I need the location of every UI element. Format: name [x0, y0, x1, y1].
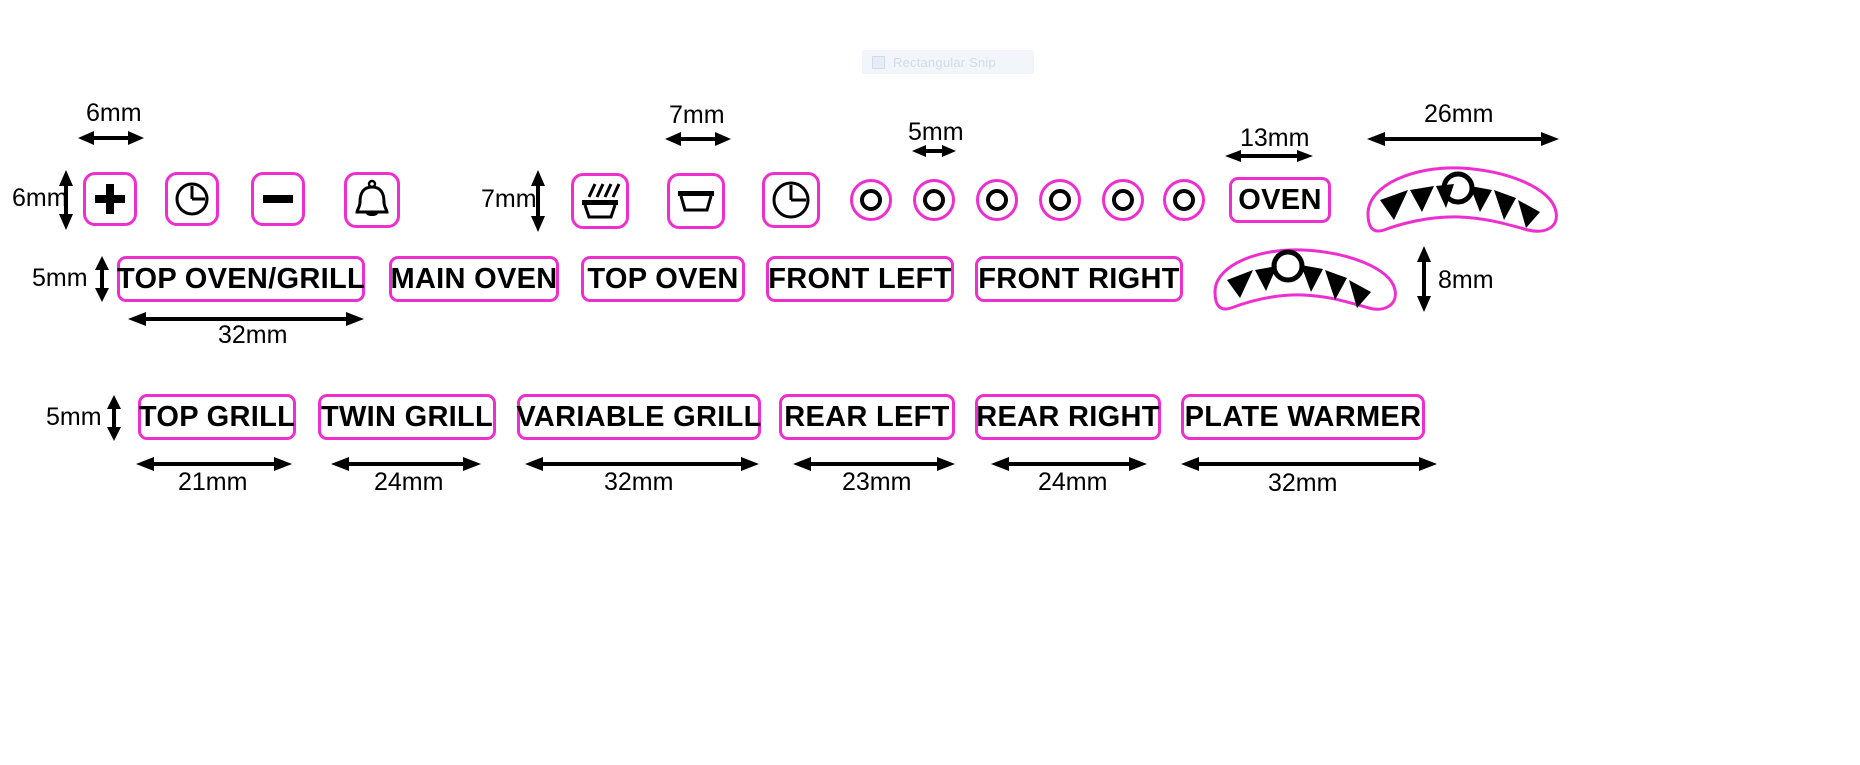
ring-icon — [1173, 189, 1195, 211]
dim-arrow-24mm-b — [991, 457, 1147, 471]
dim-label-32mm-plate-warmer: 32mm — [1268, 469, 1338, 497]
dim-label-32mm-variable-grill: 32mm — [604, 468, 674, 496]
burner-flame-icon-top[interactable] — [1356, 162, 1566, 238]
key-oven-pan[interactable] — [667, 173, 725, 229]
key-oven-text: OVEN — [1238, 183, 1322, 216]
dim-arrow-26mm — [1367, 132, 1559, 146]
dim-arrow-8mm — [1417, 246, 1431, 312]
label-text: REAR RIGHT — [976, 400, 1160, 433]
label-rear-left[interactable]: REAR LEFT — [779, 394, 955, 440]
dim-label-24mm-b: 24mm — [1038, 468, 1108, 496]
key-grill-pan[interactable] — [571, 173, 629, 229]
label-text: TOP OVEN — [587, 262, 739, 295]
dim-arrow-7mm-height — [531, 170, 545, 232]
key-ring-6[interactable] — [1163, 179, 1205, 221]
label-text: TWIN GRILL — [320, 400, 494, 433]
dim-label-26mm: 26mm — [1424, 100, 1494, 128]
key-ring-2[interactable] — [913, 179, 955, 221]
clock-icon — [175, 182, 209, 216]
dim-arrow-5mm-row2 — [95, 256, 109, 302]
label-text: REAR LEFT — [784, 400, 950, 433]
dim-arrow-6mm-width — [78, 131, 144, 145]
dim-arrow-32mm-top-oven-grill — [128, 312, 364, 326]
label-front-right[interactable]: FRONT RIGHT — [975, 256, 1183, 302]
ring-icon — [860, 189, 882, 211]
label-variable-grill[interactable]: VARIABLE GRILL — [516, 394, 762, 440]
label-top-oven[interactable]: TOP OVEN — [581, 256, 745, 302]
burner-flame-icon-bottom[interactable] — [1205, 244, 1403, 316]
dim-arrow-32mm-plate-warmer — [1181, 457, 1437, 471]
dim-label-7mm-width: 7mm — [669, 101, 725, 129]
label-top-grill[interactable]: TOP GRILL — [138, 394, 296, 440]
label-text: PLATE WARMER — [1184, 400, 1422, 433]
ring-icon — [923, 189, 945, 211]
dim-label-23mm: 23mm — [842, 468, 912, 496]
label-twin-grill[interactable]: TWIN GRILL — [318, 394, 496, 440]
ring-icon — [1112, 189, 1134, 211]
dim-label-13mm: 13mm — [1240, 124, 1310, 152]
dim-label-6mm-height: 6mm — [12, 184, 68, 212]
minus-icon — [263, 195, 293, 203]
dim-label-32mm-top-oven-grill: 32mm — [218, 321, 288, 349]
dim-arrow-5mm-circle — [912, 145, 956, 157]
oven-pan-icon — [678, 191, 714, 212]
key-ring-3[interactable] — [976, 179, 1018, 221]
label-text: VARIABLE GRILL — [516, 400, 762, 433]
key-ring-5[interactable] — [1102, 179, 1144, 221]
label-plate-warmer[interactable]: PLATE WARMER — [1181, 394, 1425, 440]
dim-label-7mm-height: 7mm — [481, 185, 537, 213]
rectangular-snip-overlay[interactable]: Rectangular Snip — [862, 50, 1034, 74]
label-text: FRONT RIGHT — [978, 262, 1180, 295]
key-timer-clock[interactable] — [762, 172, 820, 228]
key-bell[interactable] — [344, 172, 400, 228]
dim-arrow-7mm-width — [665, 132, 731, 146]
key-ring-4[interactable] — [1039, 179, 1081, 221]
dim-label-5mm-circle: 5mm — [908, 118, 964, 146]
rectangular-snip-label: Rectangular Snip — [893, 54, 996, 70]
label-front-left[interactable]: FRONT LEFT — [766, 256, 954, 302]
dim-label-8mm: 8mm — [1438, 266, 1494, 294]
dim-label-21mm: 21mm — [178, 468, 248, 496]
key-minus[interactable] — [251, 172, 305, 226]
dim-arrow-32mm-variable-grill — [525, 457, 759, 471]
dim-arrow-6mm-height — [59, 170, 73, 230]
dim-arrow-21mm — [136, 457, 292, 471]
dim-arrow-5mm-row3 — [107, 395, 121, 441]
plus-icon — [95, 184, 125, 214]
ring-icon — [1049, 189, 1071, 211]
grill-pan-icon — [582, 183, 621, 219]
key-clock[interactable] — [165, 172, 219, 226]
dim-arrow-13mm — [1225, 150, 1313, 162]
dim-label-5mm-row2: 5mm — [32, 264, 88, 292]
dim-arrow-23mm — [793, 457, 955, 471]
key-ring-1[interactable] — [850, 179, 892, 221]
label-top-oven-grill[interactable]: TOP OVEN/GRILL — [117, 256, 365, 302]
label-rear-right[interactable]: REAR RIGHT — [975, 394, 1161, 440]
rectangular-snip-icon — [872, 55, 885, 69]
dim-label-5mm-row3: 5mm — [46, 403, 102, 431]
label-main-oven[interactable]: MAIN OVEN — [389, 256, 559, 302]
ring-icon — [986, 189, 1008, 211]
label-text: MAIN OVEN — [390, 262, 558, 295]
label-text: TOP OVEN/GRILL — [116, 262, 366, 295]
timer-clock-icon — [772, 181, 810, 219]
label-text: TOP GRILL — [138, 400, 296, 433]
dim-arrow-24mm-a — [331, 457, 481, 471]
bell-icon — [355, 179, 389, 216]
label-text: FRONT LEFT — [768, 262, 952, 295]
key-plus[interactable] — [83, 172, 137, 226]
key-oven-label[interactable]: OVEN — [1229, 177, 1331, 223]
dim-label-24mm-a: 24mm — [374, 468, 444, 496]
dim-label-6mm-width: 6mm — [86, 99, 142, 127]
